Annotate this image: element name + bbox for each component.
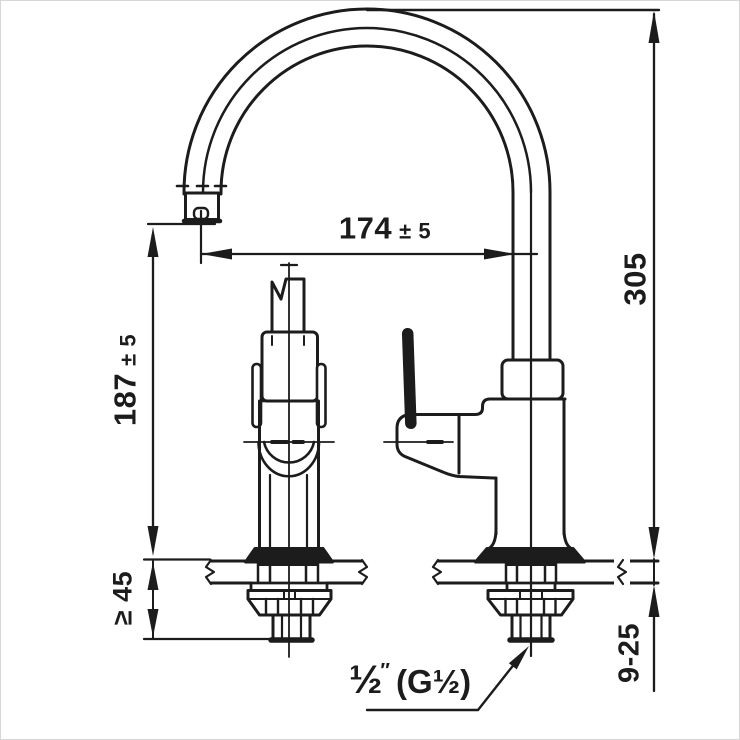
side-handle-hub [395,413,498,480]
dimension-label-spout-reach: 174± 5 [339,213,431,244]
side-handle-lever [401,328,417,429]
spout-inner-line [219,44,515,362]
dim-187-arrow-down [147,526,159,556]
dim-925-arrow-up [648,585,660,617]
dim-174-arrow-right [484,248,515,260]
dimension-label-overall-height: 305 [617,252,653,306]
side-shank-lines [504,559,558,585]
side-body-edges [494,397,566,536]
overall-height-value: 305 [617,252,653,306]
centerlines [243,190,533,658]
front-pipe [271,613,312,640]
thread-inch-mark: ″ [380,660,390,682]
spout-mid-line [201,26,533,196]
spout-arc [175,7,552,362]
front-shank-lines [256,559,320,585]
dimension-label-spout-height: 187± 5 [107,333,143,427]
side-nut-facets [504,597,557,617]
dim-174-arrow-left [201,248,232,260]
spout-outer-line [182,7,552,362]
thread-size-value: ½ [349,658,383,702]
side-pipe [510,613,552,640]
spout-reach-value: 174 [338,210,393,246]
front-nut-ring-lines [283,590,296,600]
dim-45-arrow-up [147,562,159,590]
dimension-lines [142,8,661,712]
front-nut-facets [264,597,315,617]
spout-height-value: 187 [107,372,143,427]
min-clearance-value: ≥ 45 [107,570,138,626]
front-lever [270,277,306,335]
countertop-side-break-mid [616,558,628,586]
deck-thickness-value: 9-25 [613,622,646,684]
front-gasket [257,561,319,566]
countertop-front [204,558,369,586]
dim-305-arrow-up [648,11,660,43]
countertop-side [431,558,660,586]
countertop-front-break-right [357,558,369,586]
side-ledge [457,397,501,416]
side-pipe-threads [519,613,543,640]
dimension-label-min-clearance: ≥ 45 [107,570,138,626]
faucet-front-view [244,277,334,564]
front-pipe-threads [280,613,303,640]
dim-45-arrow-down [147,609,159,637]
thread-leader-line [365,651,525,712]
dim-305-arrow-down [648,527,660,559]
dim-187-arrow-up [147,227,159,257]
thread-alt-designation: (G½) [395,663,472,700]
faucet-side-view [395,328,586,564]
countertop-side-break-left [431,558,443,586]
dimension-label-deck-thickness: 9-25 [613,622,646,684]
spout-height-tolerance: ± 5 [115,333,141,366]
front-body-outline [258,399,320,551]
countertop-front-break-left [204,558,216,586]
thread-leader-arrow [508,646,529,670]
spout-reach-tolerance: ± 5 [399,218,432,244]
front-handle-inner-ticks [271,335,305,346]
side-collar [500,358,565,401]
front-body-inner-lines [268,473,309,552]
thread-size-label: ½″(G½) [349,660,471,700]
